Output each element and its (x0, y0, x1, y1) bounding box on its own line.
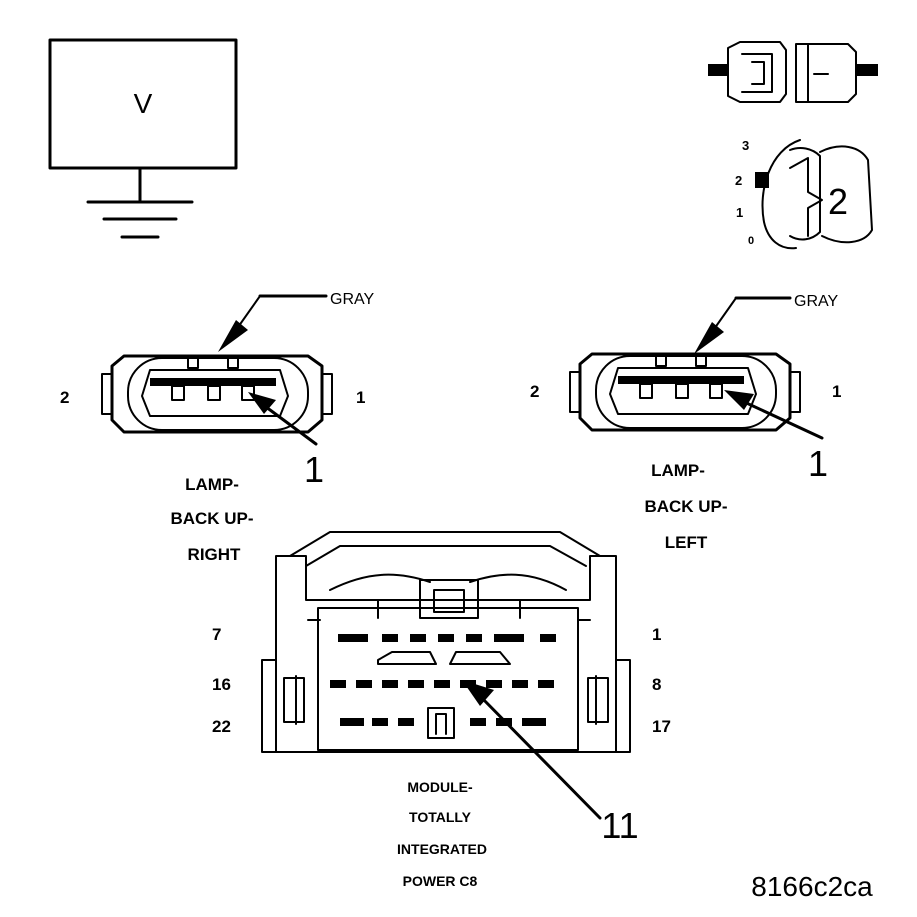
left-lamp-label-line1: LAMP- (651, 461, 705, 480)
key-position-marker (755, 172, 769, 188)
left-lamp-label-line2: BACK UP- (644, 497, 727, 516)
module-pin-1: 1 (652, 625, 661, 644)
ignition-key-icon (755, 139, 873, 250)
pin-2-left-lamp: 2 (530, 382, 539, 401)
key-scale-3: 3 (742, 138, 749, 153)
figure-id: 8166c2ca (751, 871, 873, 902)
module-label-line2: TOTALLY (409, 809, 472, 825)
pin-1-right-lamp: 1 (356, 388, 365, 407)
callout-right-lamp: 1 (304, 449, 324, 490)
key-scale-2: 2 (735, 173, 742, 188)
callout-module: 11 (601, 805, 638, 846)
module-pin-8: 8 (652, 675, 661, 694)
left-lamp-label-line3: LEFT (665, 533, 708, 552)
voltmeter-symbol: V (48, 38, 238, 239)
key-position-label: 2 (828, 181, 848, 222)
module-pin-17: 17 (652, 717, 671, 736)
connector-tipm-c8: 7 16 22 1 8 17 11 (212, 531, 671, 846)
module-label-line3: INTEGRATED (397, 841, 487, 857)
right-lamp-label-line1: LAMP- (185, 475, 239, 494)
key-scale-1: 1 (736, 205, 743, 220)
connector-backup-lamp-left: GRAY 2 1 1 (530, 293, 841, 484)
module-pin-7: 7 (212, 625, 221, 644)
voltmeter-box (48, 38, 238, 170)
right-lamp-label-line2: BACK UP- (170, 509, 253, 528)
voltmeter-label: V (134, 88, 153, 119)
wire-color-right: GRAY (330, 291, 374, 308)
ground-icon (86, 166, 194, 239)
module-label-line4: POWER C8 (403, 873, 478, 889)
connector-backup-lamp-right: GRAY 2 1 1 (60, 291, 374, 490)
right-lamp-label-line3: RIGHT (188, 545, 242, 564)
module-pin-22: 22 (212, 717, 231, 736)
module-pin-16: 16 (212, 675, 231, 694)
key-scale-0: 0 (748, 235, 754, 247)
pin-2-right-lamp: 2 (60, 388, 69, 407)
pin-1-left-lamp: 1 (832, 382, 841, 401)
connector-pair-icon (708, 41, 878, 103)
wire-color-left: GRAY (794, 293, 838, 310)
module-label-line1: MODULE- (407, 779, 473, 795)
callout-left-lamp: 1 (808, 443, 828, 484)
